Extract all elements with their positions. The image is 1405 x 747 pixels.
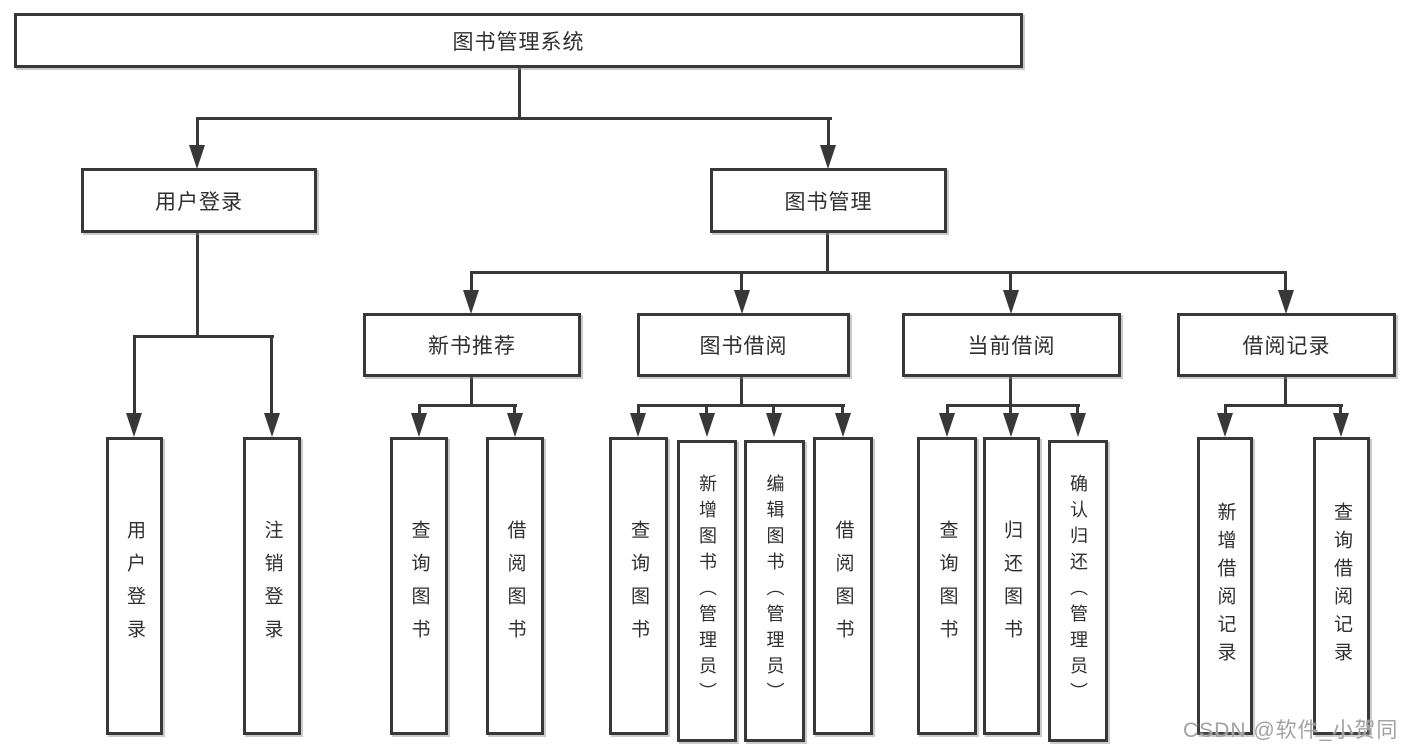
connector-drop — [470, 271, 473, 292]
connector-rail — [637, 404, 845, 407]
leaf-edit-book-admin: 编辑图书（管理员） — [744, 440, 805, 742]
connector-book-mgmt-stub — [826, 233, 829, 273]
node-current-borrow: 当前借阅 — [902, 313, 1121, 377]
arrowhead-down-icon — [1333, 413, 1349, 437]
connector-stub — [1284, 377, 1287, 405]
node-borrow-record: 借阅记录 — [1177, 313, 1396, 377]
node-book-management: 图书管理 — [710, 168, 947, 233]
connector-user-login-stub — [196, 233, 199, 336]
csdn-watermark: CSDN @软件_小贺同学 — [1183, 719, 1399, 742]
connector-user-login-rail — [133, 335, 274, 338]
connector-stub — [740, 377, 743, 405]
connector-drop — [841, 404, 844, 416]
arrowhead-down-icon — [264, 413, 280, 437]
connector-rail — [1224, 404, 1343, 407]
arrowhead-down-icon — [1003, 413, 1019, 437]
connector-book-mgmt-drop — [827, 117, 830, 149]
leaf-user-login: 用户登录 — [106, 437, 163, 735]
connector-drop — [418, 404, 421, 416]
leaf-return-book: 归还图书 — [983, 437, 1040, 735]
leaf-add-book-admin: 新增图书（管理员） — [677, 440, 737, 742]
connector-drop — [513, 404, 516, 416]
leaf-query-book-3: 查询图书 — [917, 437, 977, 735]
connector-drop — [772, 404, 775, 416]
arrowhead-down-icon — [1070, 413, 1086, 437]
connector-drop — [1009, 271, 1012, 292]
connector-stub — [470, 377, 473, 405]
arrowhead-down-icon — [189, 145, 205, 169]
arrowhead-down-icon — [835, 413, 851, 437]
connector-drop — [1224, 404, 1227, 416]
connector-drop — [1076, 404, 1079, 416]
connector-drop — [946, 404, 949, 416]
arrowhead-down-icon — [463, 290, 479, 314]
leaf-query-book-1: 查询图书 — [390, 437, 448, 735]
node-new-book-recommend: 新书推荐 — [363, 313, 581, 377]
arrowhead-down-icon — [1217, 413, 1233, 437]
leaf-logout: 注销登录 — [243, 437, 301, 735]
connector-level3-rail — [470, 271, 1287, 274]
connector-drop — [705, 404, 708, 416]
arrowhead-down-icon — [411, 413, 427, 437]
arrowhead-down-icon — [630, 413, 646, 437]
node-user-login: 用户登录 — [81, 168, 317, 233]
connector-drop — [270, 335, 273, 415]
arrowhead-down-icon — [820, 145, 836, 169]
leaf-borrow-book-1: 借阅图书 — [486, 437, 544, 735]
arrowhead-down-icon — [1003, 290, 1019, 314]
leaf-query-book-2: 查询图书 — [609, 437, 668, 735]
connector-rail — [418, 404, 517, 407]
connector-user-login-drop — [196, 117, 199, 149]
arrowhead-down-icon — [126, 413, 142, 437]
connector-drop — [740, 271, 743, 292]
connector-drop — [637, 404, 640, 416]
arrowhead-down-icon — [766, 413, 782, 437]
connector-drop — [1284, 271, 1287, 292]
leaf-confirm-return-admin: 确认归还（管理员） — [1048, 440, 1108, 742]
node-book-borrow: 图书借阅 — [637, 313, 850, 377]
connector-root-stub — [518, 68, 521, 119]
arrowhead-down-icon — [699, 413, 715, 437]
leaf-query-borrow-record: 查询借阅记录 — [1313, 437, 1370, 735]
arrowhead-down-icon — [507, 413, 523, 437]
connector-drop — [1339, 404, 1342, 416]
connector-stub — [1009, 377, 1012, 405]
leaf-borrow-book-2: 借阅图书 — [813, 437, 873, 735]
connector-drop — [1009, 404, 1012, 416]
leaf-add-borrow-record: 新增借阅记录 — [1197, 437, 1253, 735]
connector-drop — [133, 335, 136, 415]
connector-rail — [946, 404, 1080, 407]
connector-level2-rail — [196, 117, 832, 120]
arrowhead-down-icon — [734, 290, 750, 314]
arrowhead-down-icon — [939, 413, 955, 437]
arrowhead-down-icon — [1278, 290, 1294, 314]
node-root: 图书管理系统 — [14, 13, 1023, 68]
